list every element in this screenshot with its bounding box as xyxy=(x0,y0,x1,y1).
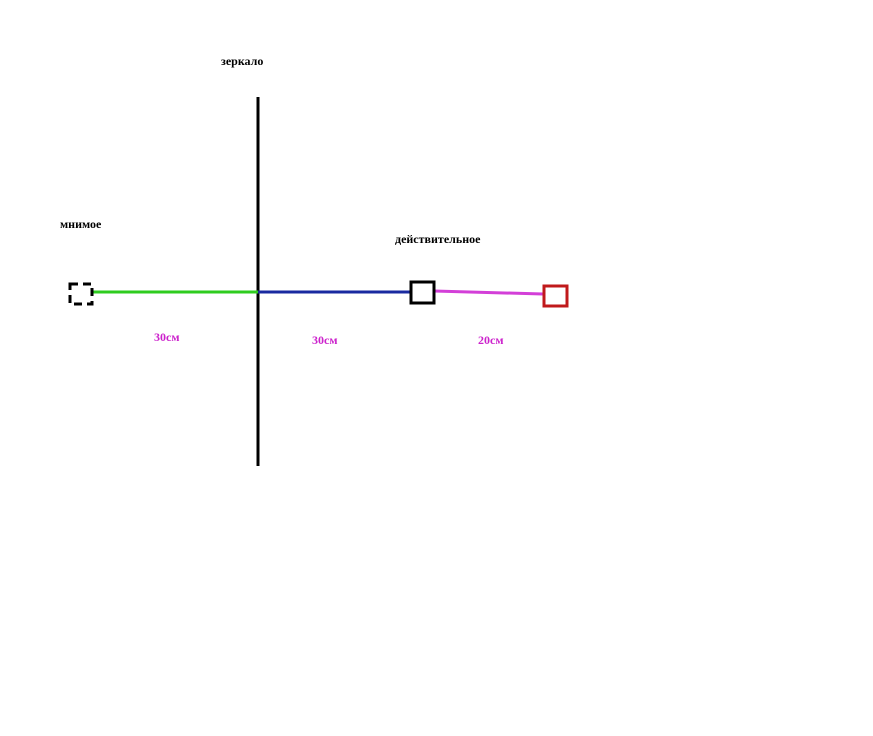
real-object-label: действительное xyxy=(395,232,481,246)
distance-moved-label: 20см xyxy=(478,333,504,347)
distance-object-label: 30см xyxy=(312,333,338,347)
virtual-image-box xyxy=(68,282,94,306)
real-object-box xyxy=(409,280,436,305)
distance-virtual-label: 30см xyxy=(154,330,180,344)
moved-object-box xyxy=(542,284,569,308)
virtual-image-label: мнимое xyxy=(60,217,102,231)
mirror-label: зеркало xyxy=(221,54,263,68)
moved-distance-segment xyxy=(433,289,544,296)
